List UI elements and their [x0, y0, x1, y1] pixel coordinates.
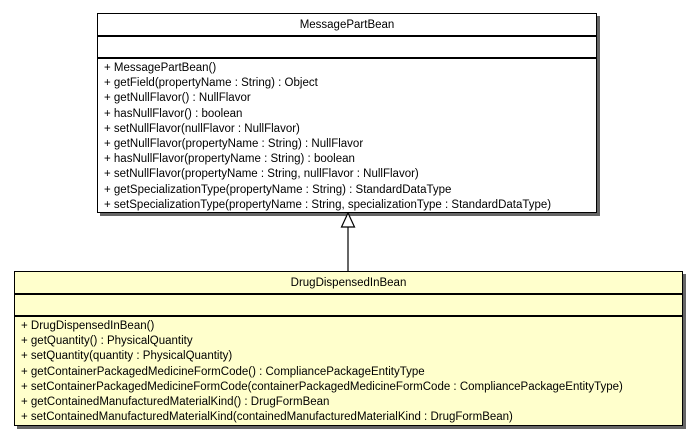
- class-name-messagepartbean: MessagePartBean: [98, 14, 596, 37]
- class-name-drugdispensedinbean: DrugDispensedInBean: [15, 272, 682, 295]
- method-signature: + getContainedManufacturedMaterialKind()…: [21, 396, 330, 409]
- methods-compartment-messagepartbean: + MessagePartBean() + getField(propertyNa…: [98, 59, 596, 213]
- class-box-drugdispensedinbean[interactable]: DrugDispensedInBean + DrugDispensedInBea…: [14, 271, 683, 426]
- hollow-triangle-icon: [340, 212, 356, 228]
- method-signature: + getContainerPackagedMedicineFormCode()…: [21, 365, 425, 378]
- method-signature: + getField(propertyName : String) : Obje…: [104, 77, 318, 90]
- method-signature: + getNullFlavor() : NullFlavor: [104, 92, 251, 105]
- methods-compartment-drugdispensedinbean: + DrugDispensedInBean() + getQuantity() :…: [15, 317, 682, 425]
- method-signature: + hasNullFlavor() : boolean: [104, 107, 243, 120]
- attributes-compartment-messagepartbean: [98, 37, 596, 59]
- method-signature: + hasNullFlavor(propertyName : String) :…: [104, 153, 355, 166]
- method-signature: + setContainerPackagedMedicineFormCode(c…: [21, 380, 623, 393]
- method-signature: + setQuantity(quantity : PhysicalQuantit…: [21, 350, 233, 363]
- method-signature: + getQuantity() : PhysicalQuantity: [21, 335, 193, 348]
- attributes-compartment-drugdispensedinbean: [15, 295, 682, 317]
- method-signature: + DrugDispensedInBean(): [21, 320, 155, 332]
- generalization-arrow: [340, 212, 356, 272]
- method-signature: + setNullFlavor(nullFlavor : NullFlavor): [104, 122, 300, 135]
- method-signature: + getSpecializationType(propertyName : S…: [104, 183, 452, 196]
- method-signature: + setNullFlavor(propertyName : String, n…: [104, 168, 419, 181]
- method-signature: + getNullFlavor(propertyName : String) :…: [104, 138, 364, 151]
- class-box-messagepartbean[interactable]: MessagePartBean + MessagePartBean() + get…: [97, 13, 597, 213]
- method-signature: + MessagePartBean(): [104, 62, 217, 74]
- method-signature: + setContainedManufacturedMaterialKind(c…: [21, 411, 513, 424]
- method-signature: + setSpecializationType(propertyName : S…: [104, 198, 552, 211]
